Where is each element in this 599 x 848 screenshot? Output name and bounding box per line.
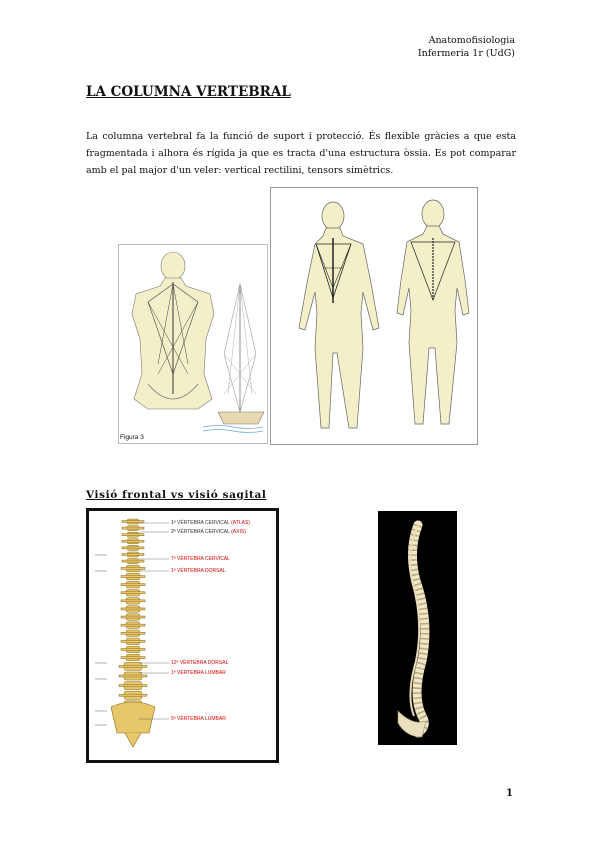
header-program: Infermeria 1r (UdG) — [417, 48, 515, 59]
figure-spine-frontal: 1ª VÈRTEBRA CERVICAL (ATLAS) 2ª VÈRTEBRA… — [86, 508, 279, 763]
figure-back-view — [396, 199, 470, 425]
back-sailboat-illustration — [118, 244, 268, 444]
vertebra-process — [121, 526, 145, 530]
posture-illustration — [298, 199, 470, 429]
vertebra-process — [118, 665, 148, 668]
intro-paragraph: La columna vertebral fa la funció de sup… — [86, 131, 516, 176]
page-header: Anatomofisiologia Infermeria 1r (UdG) — [418, 34, 515, 60]
label-d12: 12ª VÈRTEBRA DORSAL — [171, 660, 229, 666]
vertebra-process — [120, 648, 146, 651]
label-atlas: 1ª VÈRTEBRA CERVICAL (ATLAS) — [171, 520, 250, 526]
vertebra-process — [120, 623, 146, 627]
sagittal-spine-illustration — [397, 520, 430, 738]
vertebra-process — [121, 546, 145, 550]
figure-label: Figura 3 — [120, 434, 144, 441]
figure-spine-sagittal — [378, 511, 457, 745]
vertebra-process — [121, 533, 145, 536]
label-axis: 2ª VÈRTEBRA CERVICAL (AXIS) — [171, 529, 246, 535]
vertebra-process — [120, 575, 146, 578]
vertebra-process — [118, 684, 148, 687]
vertebra-process — [120, 632, 146, 635]
vertebra-process — [120, 583, 146, 586]
label-l1: 1ª VÈRTEBRA LUMBAR — [171, 670, 226, 676]
vertebra-process — [120, 607, 146, 611]
vertebra-process — [121, 520, 145, 523]
section-title: Visió frontal vs visió sagital — [86, 489, 267, 501]
vertebra-process — [121, 559, 145, 563]
label-c7: 7ª VÈRTEBRA CERVICAL — [171, 556, 230, 562]
page-number: 1 — [506, 788, 513, 799]
vertebra-process — [120, 615, 146, 619]
page-title: LA COLUMNA VERTEBRAL — [86, 84, 291, 100]
vertebra-process — [121, 553, 145, 556]
label-d1: 1ª VÈRTEBRA DORSAL — [171, 568, 226, 574]
vertebra-process — [120, 640, 146, 643]
vertebra-process — [120, 567, 146, 570]
figure-back-sailboat: Figura 3 — [118, 244, 268, 444]
vertebra-process — [120, 591, 146, 594]
header-course: Anatomofisiologia — [428, 35, 515, 46]
figure-posture-views — [270, 187, 478, 445]
vertebra-process — [118, 674, 148, 678]
vertebra-process — [121, 540, 145, 543]
label-l5: 5ª VÈRTEBRA LUMBAR — [171, 716, 226, 722]
vertebra-process — [120, 599, 146, 603]
frontal-spine-illustration — [95, 518, 169, 748]
figure-front-view — [298, 201, 380, 429]
vertebra-process — [118, 693, 148, 697]
vertebra-process — [120, 656, 146, 659]
